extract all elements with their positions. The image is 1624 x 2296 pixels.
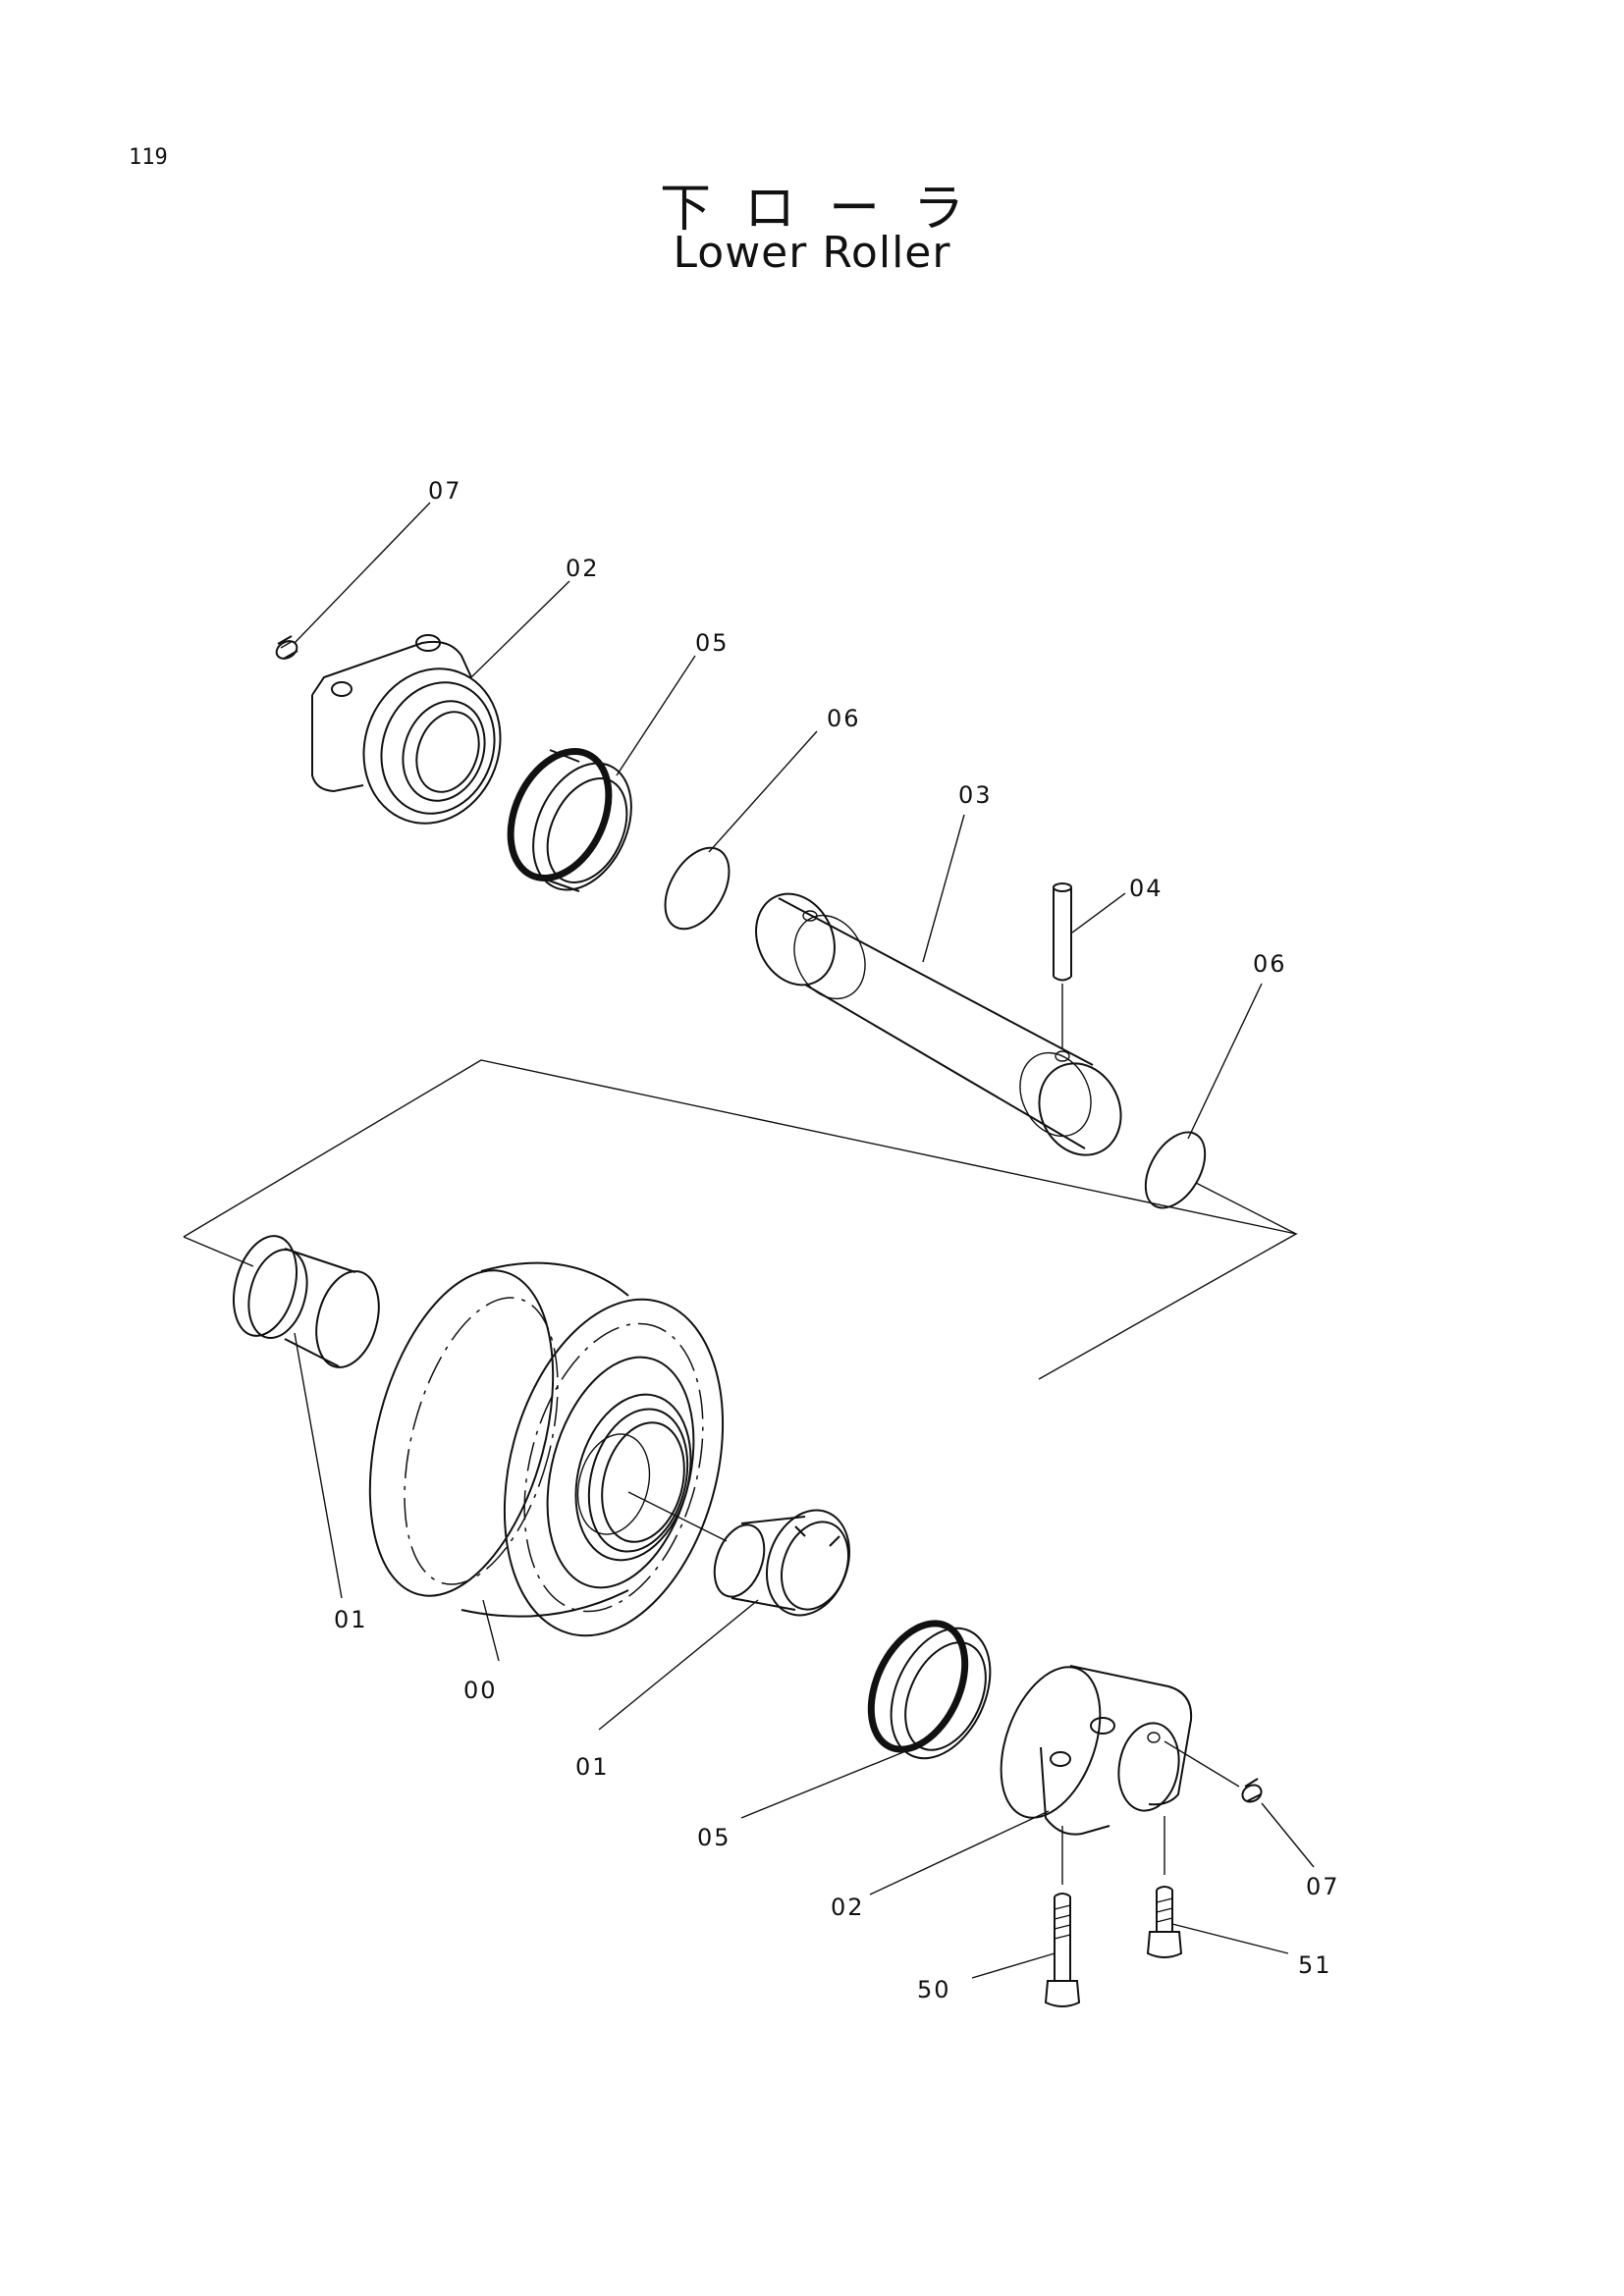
callout-06-right: 06	[1253, 950, 1287, 978]
callout-01-bottom: 01	[575, 1753, 610, 1781]
part-04-pin	[1053, 882, 1072, 1048]
callout-02-bottom: 02	[831, 1894, 865, 1921]
assembly-bracket-outline	[183, 1059, 1298, 1380]
part-03-shaft	[755, 892, 1122, 1156]
part-02-top-collar	[311, 634, 502, 825]
part-05-bottom-floating-seal	[867, 1620, 992, 1760]
callout-01-left: 01	[334, 1606, 368, 1633]
part-50-bolt	[1044, 1893, 1081, 2007]
callout-06-top: 06	[827, 705, 861, 732]
page-number: 119	[129, 145, 168, 170]
part-07-top-set-screw	[275, 635, 298, 660]
part-05-top-floating-seal	[507, 748, 632, 892]
callout-05-bottom: 05	[697, 1824, 731, 1851]
leader-lines	[294, 502, 1315, 1979]
part-02-bottom-collar	[1000, 1665, 1193, 1885]
part-01-left-bushing	[233, 1235, 380, 1368]
part-00-roller-body	[368, 1261, 728, 1637]
part-07-bottom-set-screw	[1164, 1740, 1263, 1803]
callout-05-top: 05	[695, 629, 730, 657]
callout-04: 04	[1129, 875, 1164, 902]
part-51-bolt	[1146, 1886, 1183, 1958]
callout-51: 51	[1298, 1951, 1332, 1979]
callout-00: 00	[463, 1677, 498, 1704]
title-english: Lower Roller	[673, 228, 951, 278]
part-06-top-o-ring	[664, 846, 731, 931]
part-01-bottom-bushing	[713, 1509, 851, 1617]
title-japanese: 下ローラ	[659, 180, 998, 239]
part-06-right-o-ring	[1144, 1131, 1297, 1235]
callout-02-top: 02	[566, 555, 600, 582]
callout-50: 50	[917, 1976, 951, 2003]
callout-07-top: 07	[428, 477, 462, 505]
callout-07-bottom: 07	[1306, 1873, 1340, 1900]
callout-03: 03	[958, 781, 993, 809]
